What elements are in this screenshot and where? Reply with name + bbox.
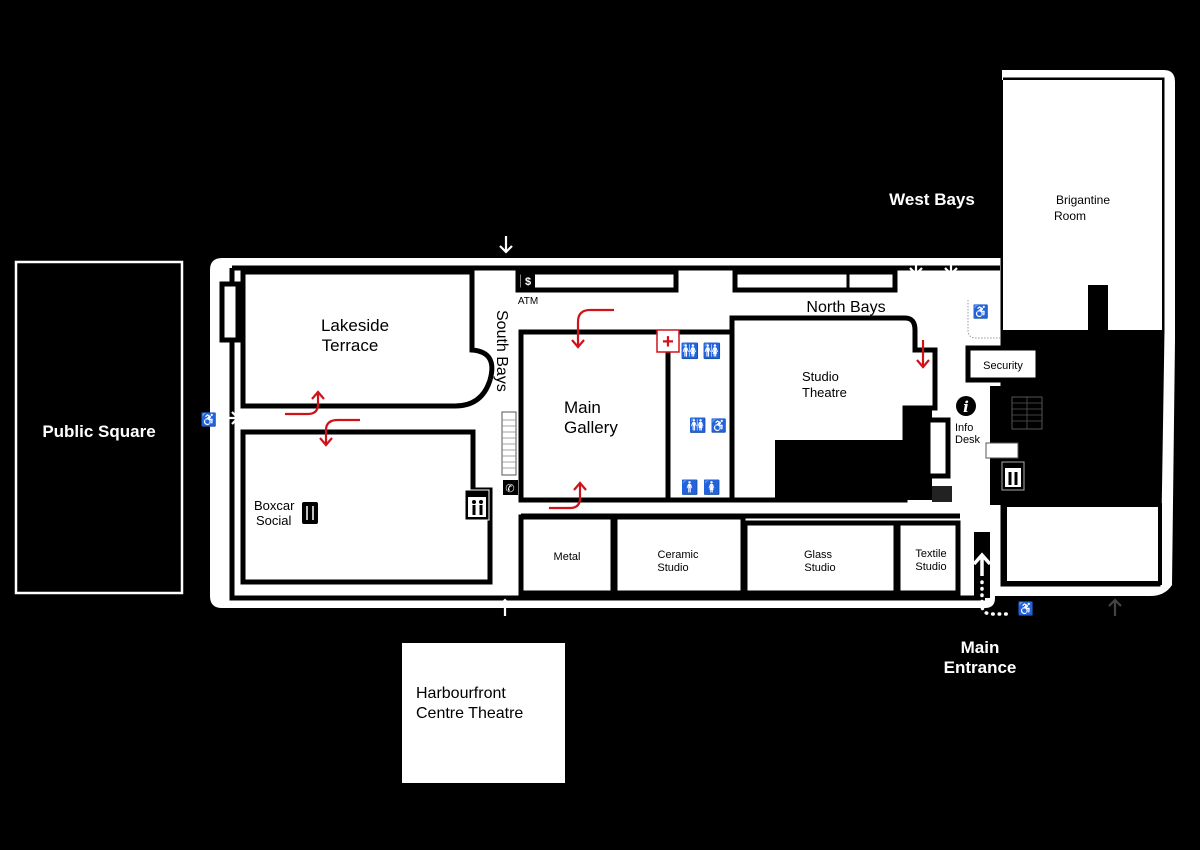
main-gallery-label-2: Gallery <box>564 418 618 437</box>
info-desk-label-1: Info <box>955 422 973 434</box>
wheelchair-icon: ♿ <box>201 412 217 427</box>
glass-label-1: Glass <box>804 549 833 561</box>
studio-theatre-label-2: Theatre <box>802 385 847 400</box>
main-entrance-label-1[interactable]: Main <box>961 638 1000 657</box>
public-square-label: Public Square <box>42 422 155 441</box>
washroom-icon: 🚻 <box>689 417 706 434</box>
accessible-route <box>980 580 1014 616</box>
textile-studio[interactable]: Textile Studio <box>895 520 961 596</box>
first-aid-glyph: + <box>662 331 674 353</box>
ceramic-label-2: Studio <box>657 562 688 574</box>
main-gallery-label-1: Main <box>564 398 601 417</box>
info-desk-label-2: Desk <box>955 434 981 446</box>
red-route-arrows <box>285 308 930 510</box>
harbourfront-label-1: Harbourfront <box>416 685 506 702</box>
glass-label-2: Studio <box>804 562 835 574</box>
atm-label: ATM <box>518 296 538 307</box>
entry-arrows <box>222 236 1122 616</box>
north-bays-label[interactable]: North Bays <box>806 299 885 316</box>
main-gallery[interactable]: Main Gallery <box>518 329 671 503</box>
glass-studio[interactable]: Glass Studio <box>742 520 899 596</box>
theatre-booth <box>925 417 951 479</box>
security-label: Security <box>983 360 1023 372</box>
brigantine-room[interactable]: Brigantine Room <box>1003 80 1162 333</box>
west-storage <box>219 281 241 343</box>
textile-label-1: Textile <box>915 548 946 560</box>
north-storage <box>732 269 898 293</box>
phone-icon: ✆ <box>503 480 518 495</box>
washroom-icon: 🚻 <box>703 342 722 360</box>
entrance-arrow-icon <box>222 411 240 425</box>
metal-studio[interactable]: Metal <box>518 514 616 596</box>
lakeside-label-2: Terrace <box>322 336 379 355</box>
back-of-house <box>1003 330 1162 505</box>
atm-icon: $ <box>525 276 531 288</box>
wheelchair-icon: ♿ <box>1018 601 1034 616</box>
main-entrance-label-2[interactable]: Entrance <box>944 658 1017 677</box>
metal-label: Metal <box>554 551 581 563</box>
washrooms[interactable]: 🚻 🚻 🚻 ♿ 🚹 🚺 <box>665 329 735 503</box>
elevator-icon <box>1001 461 1025 491</box>
harbourfront-label-2: Centre Theatre <box>416 705 523 722</box>
entrance-arrow-icon <box>944 258 958 276</box>
brigantine-label-2: Room <box>1054 209 1086 223</box>
harbourfront-centre-theatre[interactable]: Harbourfront Centre Theatre <box>402 643 565 783</box>
studio-theatre-label-1: Studio <box>802 369 839 384</box>
restaurant-icon <box>302 502 318 524</box>
ceramic-studio[interactable]: Ceramic Studio <box>612 514 746 596</box>
accessible-washroom-icon: ♿ <box>711 418 727 433</box>
elevator-icon <box>464 489 490 521</box>
phone-glyph: ✆ <box>505 483 514 495</box>
wheelchair-icon: ♿ <box>973 304 989 319</box>
lakeside-label-1: Lakeside <box>321 316 389 335</box>
east-room <box>1003 503 1162 585</box>
lakeside-terrace[interactable]: Lakeside Terrace <box>240 269 495 409</box>
south-bays-label[interactable]: South Bays <box>493 310 510 392</box>
theatre-storage <box>932 486 952 502</box>
brigantine-label-1: Brigantine <box>1056 193 1110 207</box>
public-square[interactable]: Public Square <box>14 260 184 595</box>
womens-washroom-icon: 🚺 <box>703 479 720 496</box>
mens-washroom-icon: 🚹 <box>681 479 698 496</box>
stairs-icon <box>501 411 517 476</box>
boxcar-label-1: Boxcar <box>254 498 295 513</box>
info-icon: i <box>963 398 969 416</box>
boxcar-social[interactable]: Boxcar Social <box>240 429 493 585</box>
ceramic-label-1: Ceramic <box>658 549 699 561</box>
studio-theatre[interactable]: Studio Theatre <box>729 315 938 503</box>
atm-kiosk[interactable]: $ ATM <box>515 269 679 307</box>
textile-label-2: Studio <box>915 561 946 573</box>
west-bays-label[interactable]: West Bays <box>889 190 975 209</box>
security-office[interactable]: Security <box>965 345 1041 383</box>
entrance-arrow-icon <box>498 598 512 616</box>
first-aid-icon: + <box>656 329 680 353</box>
boxcar-label-2: Social <box>256 513 292 528</box>
entrance-arrow-icon <box>909 258 923 276</box>
main-entrance-arrow-icon <box>972 552 992 576</box>
info-desk[interactable]: i Info Desk <box>955 396 981 446</box>
entrance-arrow-icon <box>1108 598 1122 616</box>
washroom-icon: 🚻 <box>681 342 700 360</box>
entrance-arrow-icon <box>499 236 513 254</box>
stairs-icon <box>985 396 1043 459</box>
